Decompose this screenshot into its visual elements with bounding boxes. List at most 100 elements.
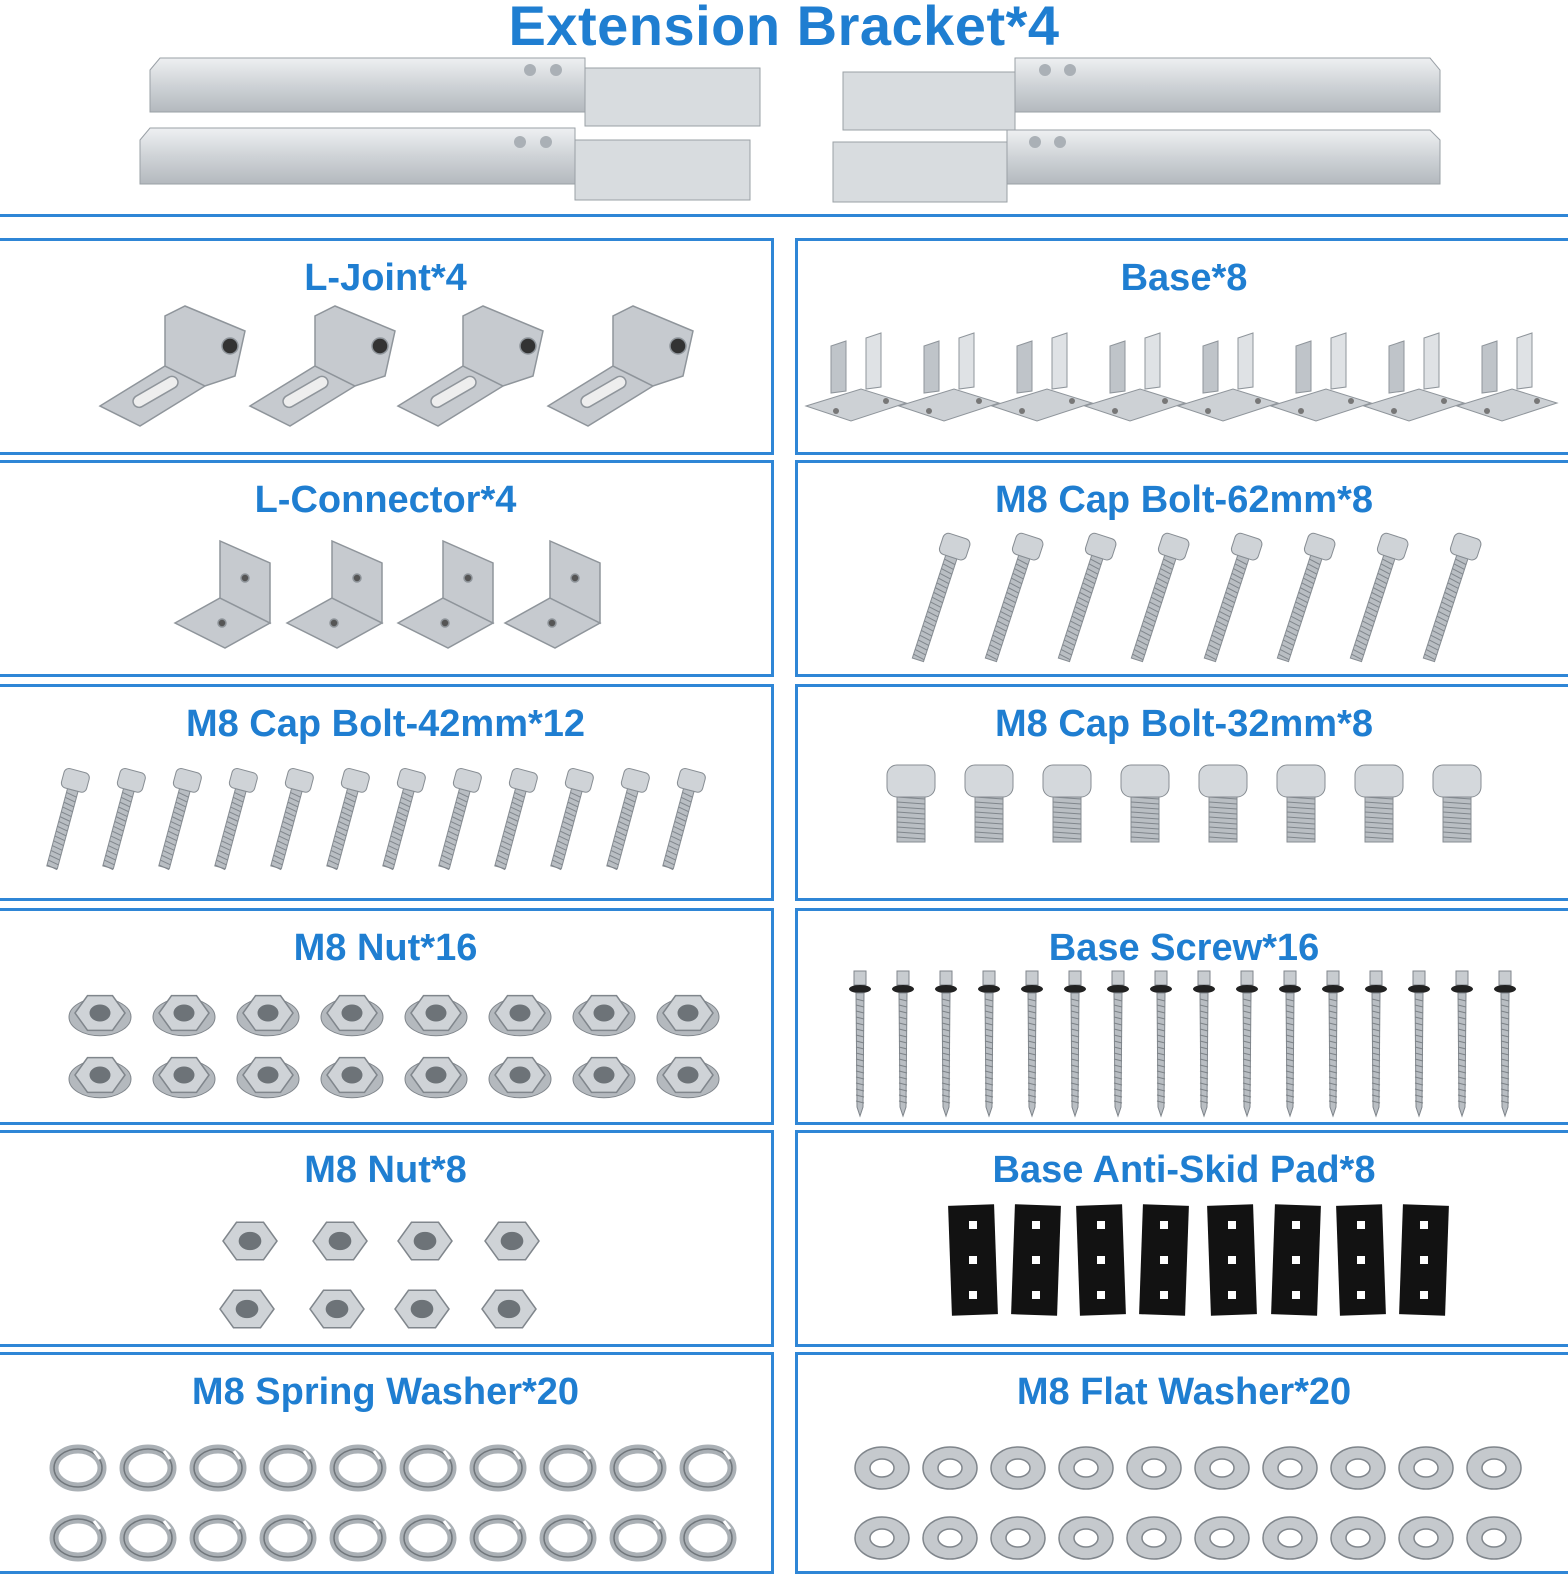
spring-washer-item [259,1444,317,1492]
nut-16-item [404,994,468,1037]
spring-washer-item [469,1514,527,1562]
flat-washer-item [1126,1516,1182,1560]
nut-16-item [656,1056,720,1099]
nut-16-item [236,1056,300,1099]
flat-washer-item [1194,1516,1250,1560]
spring-washer-item [49,1514,107,1562]
flat-washer-item [1262,1446,1318,1490]
base-screw-item [1064,970,1086,1118]
cap-bolt-42-item [550,768,594,871]
base-label: Base*8 [1120,257,1248,299]
cap-bolt-42-item [102,768,146,871]
base-item [1269,332,1373,422]
base-screw-item [1408,970,1430,1118]
extension-bracket-illustration [139,57,1441,203]
anti-skid-pad-illustration [948,1204,1449,1316]
anti-skid-pad-item [948,1204,998,1316]
nut-16-item [572,1056,636,1099]
base-screw-item [1107,970,1129,1118]
cap-bolt-42-item [662,768,706,871]
cap-bolt-62-item [1057,532,1117,663]
extension-bracket-1 [149,57,761,127]
flat-washer-item [1330,1446,1386,1490]
flat-washer-illustration [854,1446,1522,1560]
panel-l-connector: L-Connector*4 [0,460,774,677]
nut-16-item [572,994,636,1037]
cap-bolt-42-item [214,768,258,871]
cap-bolt-32-item [1120,764,1170,843]
cap-bolt-32-illustration [886,764,1482,843]
base-item [1362,332,1466,422]
spring-washer-item [609,1514,667,1562]
cap-bolt-42-item [606,768,650,871]
base-screw-item [849,970,871,1118]
cap-bolt-32-item [1354,764,1404,843]
flat-washer-item [1398,1516,1454,1560]
panel-l-joint: L-Joint*4 [0,238,774,455]
flat-washer-item [1194,1446,1250,1490]
l-joint-item [396,305,544,427]
cap-bolt-32-item [964,764,1014,843]
spring-washer-item [539,1444,597,1492]
base-screw-item [935,970,957,1118]
panel-flat-washer: M8 Flat Washer*20 [795,1352,1568,1574]
base-screw-item [1236,970,1258,1118]
nut-16-item [404,1056,468,1099]
panel-anti-skid-pad: Base Anti-Skid Pad*8 [795,1130,1568,1347]
cap-bolt-62-illustration [911,532,1482,663]
cap-bolt-62-item [1349,532,1409,663]
nut-16-item [656,994,720,1037]
cap-bolt-32-item [886,764,936,843]
nut-16-item [320,994,384,1037]
base-illustration [804,332,1559,422]
l-joint-item [248,305,396,427]
base-screw-illustration [849,970,1516,1118]
spring-washer-item [399,1444,457,1492]
base-item [1176,332,1280,422]
cap-bolt-42-item [158,768,202,871]
l-joint-illustration [98,305,694,427]
nut-16-item [152,1056,216,1099]
cap-bolt-32-label: M8 Cap Bolt-32mm*8 [995,703,1373,745]
cap-bolt-42-illustration [46,768,706,871]
cap-bolt-42-item [382,768,426,871]
spring-washer-item [189,1444,247,1492]
base-screw-item [1494,970,1516,1118]
panel-base-screw: Base Screw*16 [795,908,1568,1125]
nut-16-label: M8 Nut*16 [293,927,478,969]
spring-washer-item [469,1444,527,1492]
flat-washer-item [990,1446,1046,1490]
cap-bolt-42-label: M8 Cap Bolt-42mm*12 [185,703,586,745]
flat-washer-item [1398,1446,1454,1490]
base-screw-item [1150,970,1172,1118]
header-divider [0,214,1568,217]
cap-bolt-42-item [270,768,314,871]
anti-skid-pad-item [1011,1204,1061,1316]
spring-washer-item [189,1514,247,1562]
nut-16-item [152,994,216,1037]
cap-bolt-32-item [1042,764,1092,843]
nut-16-item [488,1056,552,1099]
l-connector-illustration [173,539,602,649]
flat-washer-item [922,1446,978,1490]
panel-cap-bolt-32: M8 Cap Bolt-32mm*8 [795,684,1568,901]
panel-cap-bolt-42: M8 Cap Bolt-42mm*12 [0,684,774,901]
cap-bolt-62-item [1422,532,1482,663]
base-screw-item [1322,970,1344,1118]
flat-washer-item [1330,1516,1386,1560]
anti-skid-pad-label: Base Anti-Skid Pad*8 [992,1149,1376,1191]
nut-16-illustration [68,994,720,1099]
base-screw-item [1451,970,1473,1118]
base-screw-item [1021,970,1043,1118]
page-title: Extension Bracket*4 [508,0,1060,57]
nut-16-item [488,994,552,1037]
spring-washer-illustration [49,1444,737,1562]
nut-8-label: M8 Nut*8 [304,1149,467,1191]
nut-8-item [219,1289,275,1329]
nut-8-item [397,1221,453,1261]
flat-washer-item [854,1516,910,1560]
flat-washer-item [1466,1516,1522,1560]
cap-bolt-62-item [1203,532,1263,663]
l-connector-item [173,539,272,649]
panel-spring-washer: M8 Spring Washer*20 [0,1352,774,1574]
